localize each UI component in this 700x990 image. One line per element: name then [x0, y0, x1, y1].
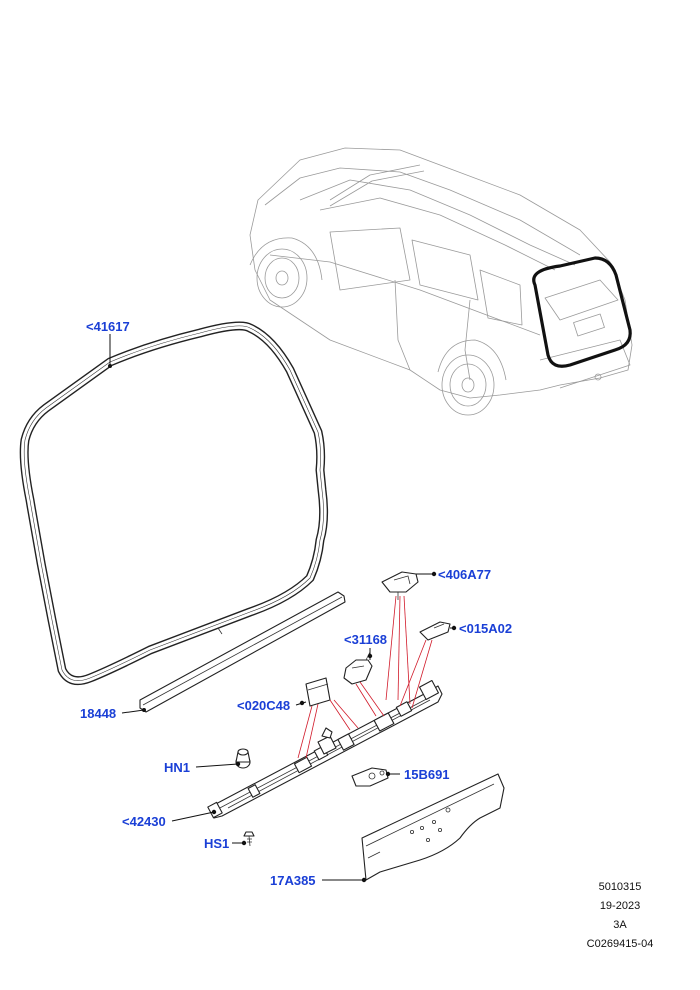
- plate-panel: [361, 773, 505, 881]
- callout-17A385: 17A385: [270, 873, 316, 888]
- callout-406A77: <406A77: [438, 567, 491, 582]
- callout-41617: <41617: [86, 319, 130, 334]
- moulding-strip: [139, 591, 346, 713]
- diagram-code: 5010315: [598, 881, 642, 893]
- callout-HS1: HS1: [204, 836, 229, 851]
- part-015A02: [419, 621, 451, 641]
- part-15B691: [351, 767, 389, 787]
- part-HS1: [243, 831, 255, 847]
- diagram-metadata: 5010315 19-2023 3A C0269415-04: [560, 878, 680, 954]
- part-31168: [343, 651, 373, 685]
- part-HN1: [235, 748, 251, 769]
- tailgate-seal-highlight: [532, 256, 632, 368]
- callout-HN1: HN1: [164, 760, 190, 775]
- part-406A77: [381, 571, 419, 600]
- association-lines: [297, 595, 433, 759]
- vehicle-illustration: [249, 147, 633, 416]
- callout-42430: <42430: [122, 814, 166, 829]
- callout-020C48: <020C48: [237, 698, 290, 713]
- callout-15B691: 15B691: [404, 767, 450, 782]
- diagram-reference: C0269415-04: [586, 938, 654, 950]
- part-020C48: [305, 677, 331, 707]
- callout-18448: 18448: [80, 706, 116, 721]
- tailgate-weatherstrip: [19, 321, 329, 686]
- diagram-revision: 3A: [613, 919, 627, 931]
- callout-31168: <31168: [344, 632, 387, 647]
- camera-unit: [317, 727, 337, 755]
- callout-015A02: <015A02: [459, 621, 512, 636]
- diagram-date: 19-2023: [599, 900, 641, 912]
- leader-lines: [108, 334, 457, 883]
